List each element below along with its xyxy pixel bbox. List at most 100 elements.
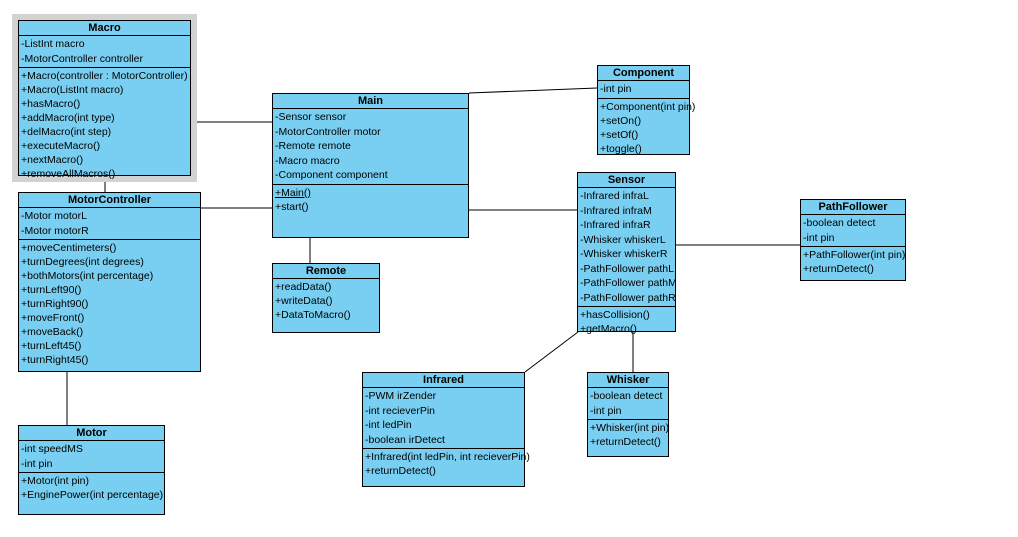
attribute-row: -Macro macro bbox=[275, 154, 340, 167]
class-title: Motor bbox=[19, 426, 164, 441]
method-row: +moveFront() bbox=[21, 312, 85, 324]
method-row: +Macro(controller : MotorController) bbox=[21, 70, 188, 82]
class-box-macro[interactable]: Macro -ListInt macro -MotorController cont… bbox=[18, 20, 191, 180]
attribute-row: -int pin bbox=[21, 457, 53, 470]
method-row: +setOf() bbox=[600, 128, 639, 141]
method-row: +Infrared(int ledPin, int recieverPin) bbox=[365, 451, 530, 463]
class-box-sensor[interactable]: Sensor-Infrared infraL-Infrared infraM-I… bbox=[577, 172, 677, 335]
connector-main-component[interactable] bbox=[468, 87, 598, 94]
method-row: +start() bbox=[275, 200, 309, 213]
attributes-compartment: -Sensor sensor -MotorController motor -Rem… bbox=[273, 109, 468, 185]
attribute-row: -int speedMS bbox=[21, 443, 83, 455]
method-row: +toggle() bbox=[600, 142, 642, 155]
methods-compartment: +PathFollower(int pin) +returnDetect() bbox=[801, 247, 905, 280]
class-box-whisker[interactable]: Whisker -boolean detect -int pin +Whisker(i… bbox=[587, 372, 669, 457]
method-row: +EnginePower(int percentage) bbox=[21, 489, 164, 501]
class-title: MotorController bbox=[19, 193, 200, 208]
attribute-row: -Sensor sensor bbox=[275, 111, 347, 123]
method-row: +delMacro(int step) bbox=[21, 126, 112, 138]
method-row: +addMacro(int type) bbox=[21, 112, 115, 124]
attribute-row: -Whisker whiskerR bbox=[580, 248, 668, 260]
method-row: +Component(int pin) bbox=[600, 100, 696, 113]
attributes-compartment: -Motor motorL -Motor motorR bbox=[19, 208, 200, 240]
class-title: Macro bbox=[19, 21, 190, 36]
attribute-row: -PWM irZender bbox=[365, 390, 437, 402]
class-title: PathFollower bbox=[801, 200, 905, 215]
attribute-row: -Whisker whiskerL bbox=[580, 233, 666, 246]
methods-compartment: +hasCollision() +getMacro() bbox=[578, 307, 675, 336]
attribute-row: -MotorController motor bbox=[275, 125, 381, 138]
method-row: +writeData() bbox=[275, 295, 333, 307]
method-row: +turnRight45() bbox=[21, 354, 89, 366]
attribute-row: -int pin bbox=[803, 231, 835, 244]
attribute-row: -Infrared infraL bbox=[580, 190, 649, 202]
method-row: +Main() bbox=[275, 186, 311, 199]
attribute-row: -PathFollower pathR bbox=[580, 291, 676, 304]
method-row: +PathFollower(int pin) bbox=[803, 249, 906, 261]
method-row: +hasCollision() bbox=[580, 309, 650, 321]
class-title: Whisker bbox=[588, 373, 668, 388]
class-title: Infrared bbox=[363, 373, 524, 388]
class-box-component[interactable]: Component -int pin +Component(int pin) +set… bbox=[597, 65, 696, 155]
method-row: +returnDetect() bbox=[590, 436, 661, 448]
attributes-compartment: -PWM irZender -int recieverPin -int ledPin… bbox=[363, 388, 524, 449]
attribute-row: -Infrared infraM bbox=[580, 204, 652, 217]
attribute-row: -Remote remote bbox=[275, 140, 351, 152]
methods-compartment: +Main()+start() bbox=[273, 185, 468, 238]
class-title: Main bbox=[273, 94, 468, 109]
attribute-row: -boolean detect bbox=[590, 390, 663, 402]
attribute-row: -PathFollower pathM bbox=[580, 277, 677, 289]
class-box-motor[interactable]: Motor -int speedMS -int pin +Motor(int pin)… bbox=[18, 425, 165, 515]
method-row: +removeAllMacros() bbox=[21, 168, 116, 180]
methods-compartment: +moveCentimeters() +turnDegrees(int degre… bbox=[19, 240, 200, 371]
attributes-compartment: -int pin bbox=[598, 81, 689, 99]
class-box-infrared[interactable]: Infrared -PWM irZender -int recieverPin -in… bbox=[362, 372, 530, 487]
attribute-row: -int pin bbox=[590, 404, 622, 417]
attribute-row: -Motor motorL bbox=[21, 210, 87, 222]
attribute-row: -boolean detect bbox=[803, 217, 876, 229]
method-row: +returnDetect() bbox=[803, 263, 874, 275]
class-title: Remote bbox=[273, 264, 379, 279]
methods-compartment: +readData() +writeData() +DataToMacro() bbox=[273, 279, 379, 332]
attribute-row: -int ledPin bbox=[365, 419, 412, 431]
attribute-row: -Component component bbox=[275, 169, 388, 181]
attributes-compartment: -int speedMS -int pin bbox=[19, 441, 164, 473]
method-row: +getMacro() bbox=[580, 323, 637, 335]
class-box-path-follower[interactable]: PathFollower -boolean detect -int pin +Path… bbox=[800, 199, 906, 281]
methods-compartment: +Motor(int pin) +EnginePower(int percenta… bbox=[19, 473, 164, 514]
method-row: +executeMacro() bbox=[21, 140, 101, 152]
attributes-compartment: -boolean detect -int pin bbox=[801, 215, 905, 247]
attributes-compartment: -Infrared infraL -Infrared infraM -Infrare… bbox=[578, 188, 677, 307]
attributes-compartment: -ListInt macro -MotorController controlle… bbox=[19, 36, 190, 68]
method-row: +turnRight90() bbox=[21, 298, 89, 310]
attribute-row: -ListInt macro bbox=[21, 38, 85, 50]
method-row: +Motor(int pin) bbox=[21, 475, 89, 487]
attribute-row: -boolean irDetect bbox=[365, 433, 445, 446]
method-row: +DataToMacro() bbox=[275, 309, 351, 321]
attribute-row: -int pin bbox=[600, 83, 632, 95]
method-row: +Whisker(int pin) bbox=[590, 422, 670, 434]
attribute-row: -Infrared infraR bbox=[580, 219, 651, 231]
class-title: Component bbox=[598, 66, 689, 81]
attribute-row: -int recieverPin bbox=[365, 404, 436, 417]
method-row: +bothMotors(int percentage) bbox=[21, 270, 154, 282]
method-row: +moveCentimeters() bbox=[21, 242, 117, 254]
method-row: +Macro(ListInt macro) bbox=[21, 84, 124, 96]
attribute-row: -Motor motorR bbox=[21, 224, 89, 237]
connector-sensor-infrared[interactable] bbox=[524, 331, 579, 373]
class-box-main[interactable]: Main -Sensor sensor -MotorController motor… bbox=[272, 93, 469, 238]
methods-compartment: +Macro(controller : MotorController) +Mac… bbox=[19, 68, 190, 181]
class-box-motor-controller[interactable]: MotorController-Motor motorL-Motor motor… bbox=[18, 192, 201, 372]
method-row: +turnDegrees(int degrees) bbox=[21, 256, 144, 268]
method-row: +turnLeft45() bbox=[21, 340, 82, 352]
method-row: +turnLeft90() bbox=[21, 284, 82, 296]
attributes-compartment: -boolean detect -int pin bbox=[588, 388, 668, 420]
method-row: +returnDetect() bbox=[365, 465, 436, 477]
class-box-remote[interactable]: Remote +readData() +writeData() +DataToMacr… bbox=[272, 263, 380, 333]
attribute-row: -PathFollower pathL bbox=[580, 262, 674, 275]
method-row: +readData() bbox=[275, 281, 332, 293]
attribute-row: -MotorController controller bbox=[21, 52, 143, 65]
method-row: +hasMacro() bbox=[21, 98, 81, 110]
method-row: +nextMacro() bbox=[21, 154, 84, 166]
